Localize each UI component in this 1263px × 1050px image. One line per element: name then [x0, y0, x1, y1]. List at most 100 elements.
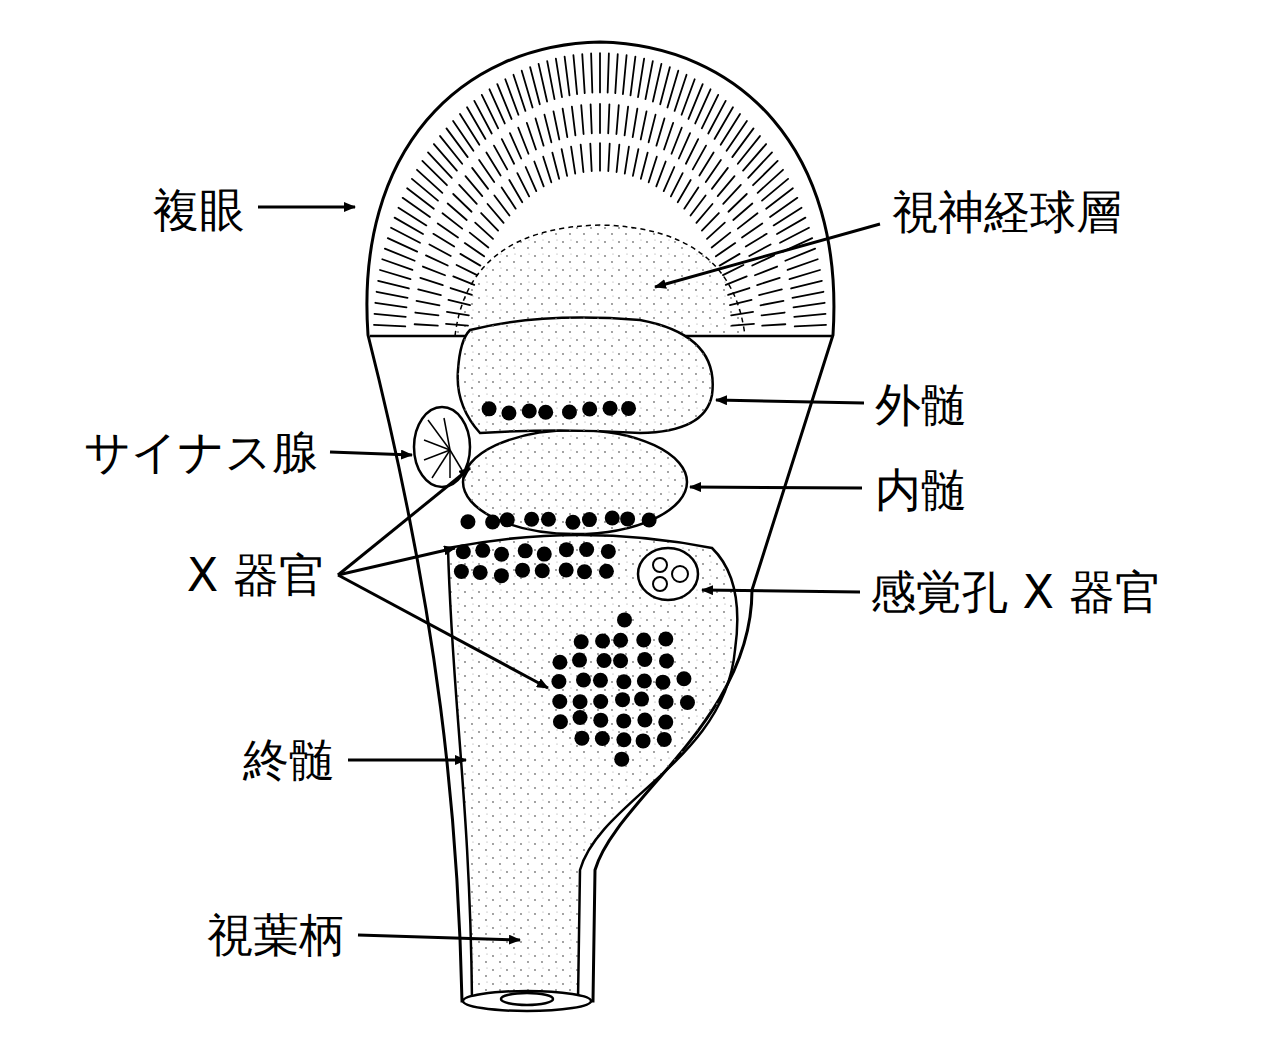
ommatidium-stripe: [625, 107, 629, 136]
ommatidium-stripe: [573, 55, 577, 94]
x-organ-cell: [605, 511, 620, 526]
ommatidium-stripe: [459, 185, 477, 204]
sensory-pore-x-organ: [638, 548, 698, 600]
x-organ-cell: [473, 565, 488, 580]
x-organ-cell: [658, 715, 673, 730]
ommatidium-stripe: [556, 59, 562, 97]
ommatidium-stripe: [446, 128, 467, 157]
ommatidium-stripe: [623, 55, 627, 94]
inner-medulla: [463, 430, 687, 534]
ommatidium-stripe: [465, 243, 484, 256]
ommatidium-stripe: [509, 180, 522, 202]
leader-arrow: [655, 224, 880, 287]
x-organ-cell: [634, 692, 649, 707]
x-organ-cell: [559, 563, 574, 578]
ommatidium-stripe: [757, 278, 779, 285]
ommatidium-stripe: [377, 292, 408, 298]
ommatidium-stripe: [759, 289, 782, 295]
x-organ-cell: [552, 655, 567, 670]
x-organ-cell: [621, 401, 636, 416]
ommatidium-stripe: [451, 288, 472, 295]
ommatidium-stripe: [738, 136, 760, 164]
x-organ-cell: [515, 563, 530, 578]
part-label: 内髄: [875, 465, 967, 516]
ommatidium-stripe: [378, 281, 409, 289]
ommatidium-stripe: [788, 259, 818, 270]
ommatidium-stripe: [791, 281, 822, 289]
x-organ-cell: [659, 694, 674, 709]
leader-arrow: [330, 452, 412, 455]
ommatidium-stripe: [502, 187, 516, 208]
x-organ-cell: [658, 631, 673, 646]
x-organ-cell: [541, 512, 556, 527]
x-organ-cell: [577, 564, 592, 579]
x-organ-cell: [494, 547, 509, 562]
x-organ-cell: [637, 712, 652, 727]
ommatidium-stripe: [448, 203, 467, 220]
ommatidium-stripe: [728, 194, 746, 212]
ommatidium-stripe: [562, 149, 567, 176]
ommatidium-stripe: [481, 213, 498, 231]
x-organ-cell: [475, 543, 490, 558]
ommatidium-stripe: [684, 187, 698, 208]
ommatidium-stripe: [693, 146, 706, 170]
ommatidium-stripe: [672, 128, 682, 154]
x-organ-cell: [615, 692, 630, 707]
x-organ-cell: [524, 512, 539, 527]
x-organ-cell: [538, 405, 553, 420]
ommatidium-stripe: [460, 114, 479, 145]
ommatidium-stripe: [758, 170, 783, 193]
ommatidium-stripe: [486, 153, 500, 176]
part-label: サイナス腺: [84, 427, 318, 478]
ommatidium-stripe: [731, 312, 753, 315]
ommatidium-stripe: [599, 53, 601, 92]
ommatidium-stripe: [591, 104, 592, 133]
ommatidium-stripe: [699, 153, 713, 176]
ommatidium-stripe: [518, 128, 528, 154]
ommatidium-stripe: [762, 324, 785, 325]
leader-arrow: [358, 935, 520, 940]
ommatidium-stripe: [653, 64, 662, 102]
ommatidium-stripe: [753, 161, 778, 185]
ommatidium-stripe: [447, 312, 469, 315]
x-organ-cell: [518, 543, 533, 558]
ommatidium-stripe: [467, 107, 485, 139]
part-label: X 器官: [187, 550, 325, 601]
x-organ-cell: [595, 731, 610, 746]
ommatidium-stripe: [407, 188, 434, 208]
ommatidium-stripe: [440, 136, 462, 164]
ommatidium-stripe: [633, 109, 638, 137]
leader-arrow: [702, 590, 860, 592]
leader-arrow: [338, 468, 470, 575]
ommatidium-stripe: [417, 170, 442, 193]
ommatidium-stripe: [418, 289, 441, 295]
ommatidium-stripe: [572, 107, 576, 136]
terminal-medulla: [448, 535, 737, 1000]
ommatidium-stripe: [774, 208, 802, 226]
ommatidium-stripe: [429, 245, 450, 256]
ommatidium-stripe: [762, 313, 785, 316]
x-organ-cell: [593, 694, 608, 709]
ommatidium-stripe: [761, 301, 784, 305]
leader-arrow: [338, 575, 548, 688]
x-organ-cell: [616, 713, 631, 728]
ommatidium-stripe: [474, 101, 491, 134]
ommatidium-stripe: [617, 145, 620, 172]
ommatidium-stripe: [388, 238, 417, 252]
ommatidium-stripe: [553, 111, 559, 139]
ommatidium-stripe: [517, 173, 529, 196]
ommatidium-stripe: [702, 95, 718, 128]
ommatidium-stripe: [380, 270, 410, 279]
ommatidium-stripe: [494, 195, 509, 215]
ommatidium-stripe: [539, 64, 548, 102]
inner-medulla-stipple: [463, 430, 687, 534]
ommatidium-stripe: [489, 89, 504, 123]
ommatidium-stripe: [641, 153, 648, 179]
x-organ-cell: [617, 612, 632, 627]
ommatidium-stripe: [762, 179, 788, 201]
ommatidium-stripe: [433, 234, 454, 247]
x-organ-cell: [614, 752, 629, 767]
x-organ-cell: [680, 695, 695, 710]
ommatidium-stripe: [385, 249, 415, 261]
